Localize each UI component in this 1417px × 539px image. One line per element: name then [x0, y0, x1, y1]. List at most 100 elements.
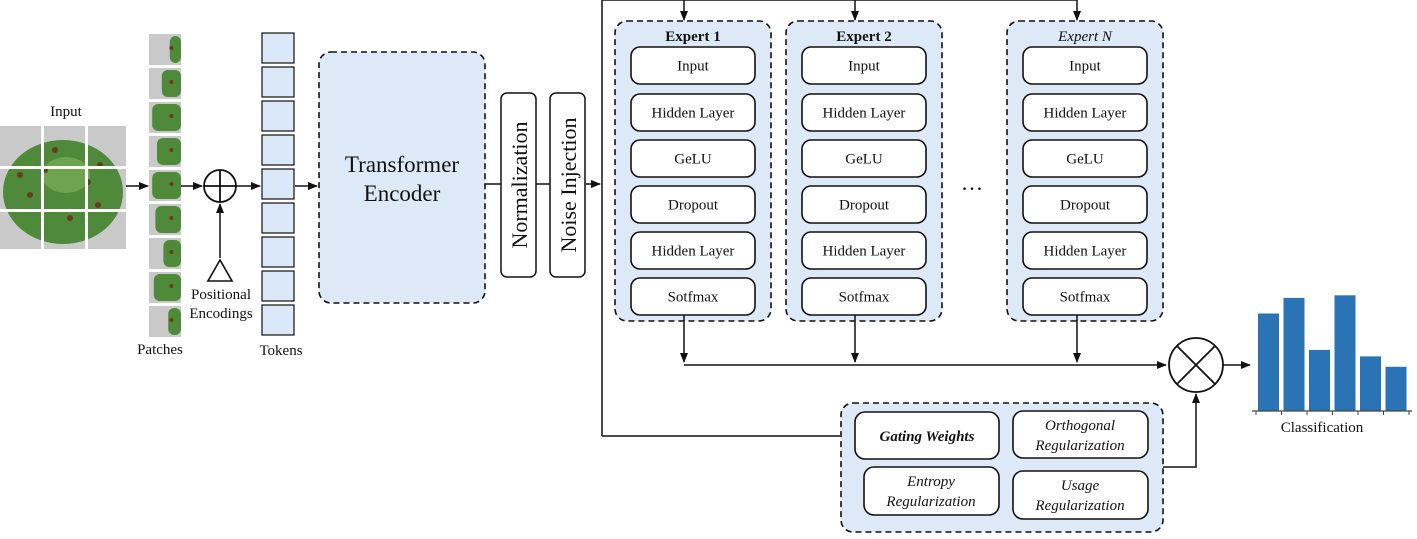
token — [261, 304, 295, 336]
expert-layer-label: Sotfmax — [839, 290, 890, 306]
expert-layer-box — [1022, 277, 1148, 316]
patch — [149, 272, 181, 303]
expert-layer-box — [1022, 46, 1148, 85]
expert-layer-label: GeLU — [845, 152, 883, 168]
classification-bar — [1385, 366, 1407, 411]
patches-label: Patches — [137, 342, 183, 358]
expert-layer-label: Hidden Layer — [823, 244, 906, 260]
noise-injection-box — [549, 92, 586, 278]
expert-layer-box — [1022, 139, 1148, 178]
token — [261, 236, 295, 268]
expert-layer-box — [630, 93, 756, 132]
orthogonal-label-line2: Regularization — [1034, 438, 1124, 454]
expert-layer-label: Input — [677, 59, 709, 75]
entropy-label-line2: Regularization — [885, 494, 975, 510]
classification-bar — [1283, 297, 1305, 411]
expert-title: Expert N — [1057, 29, 1113, 45]
multiply-operator-icon — [1168, 337, 1224, 393]
expert-layer-box — [801, 277, 927, 316]
gating-weights-box — [854, 411, 1000, 460]
classification-bar — [1334, 295, 1356, 411]
expert-layer-box — [630, 139, 756, 178]
expert-layer-label: Hidden Layer — [823, 106, 906, 122]
classification-bar — [1309, 349, 1330, 411]
expert-layer-label: Hidden Layer — [1044, 106, 1127, 122]
noise-injection-label: Noise Injection — [556, 117, 581, 252]
input-image — [0, 126, 126, 249]
expert-layer-label: Dropout — [839, 198, 890, 214]
expert-layer-label: Hidden Layer — [652, 244, 735, 260]
token — [261, 66, 295, 98]
expert-layer-label: GeLU — [674, 152, 712, 168]
patch — [149, 170, 181, 201]
expert-layer-label: Input — [848, 59, 880, 75]
expert-layer-label: Hidden Layer — [652, 106, 735, 122]
input-label: Input — [50, 104, 82, 120]
patch — [149, 306, 181, 337]
patch — [149, 238, 181, 269]
patch — [149, 68, 181, 99]
token — [261, 134, 295, 166]
expert-layer-box — [1022, 185, 1148, 224]
expert-layer-box — [630, 185, 756, 224]
usage-regularization-box — [1012, 470, 1149, 520]
entropy-label-line1: Entropy — [906, 474, 955, 490]
classification-label: Classification — [1281, 420, 1364, 436]
normalization-box — [500, 92, 537, 278]
expert-layer-label: Sotfmax — [1060, 290, 1111, 306]
transformer-encoder-box — [318, 51, 486, 304]
classification-bar — [1258, 313, 1279, 411]
gating-weights-label: Gating Weights — [880, 429, 975, 445]
encoder-label-line2: Encoder — [364, 181, 441, 206]
expert-layer-box — [801, 46, 927, 85]
normalization-label: Normalization — [507, 121, 532, 248]
patches-column — [149, 34, 181, 337]
expert-layer-box — [630, 277, 756, 316]
expert-layer-label: Dropout — [668, 198, 719, 214]
patch — [149, 34, 181, 65]
expert-layer-label: Sotfmax — [668, 290, 719, 306]
usage-label-line1: Usage — [1061, 478, 1100, 494]
usage-label-line2: Regularization — [1034, 498, 1124, 514]
token — [261, 100, 295, 132]
expert-layer-box — [801, 93, 927, 132]
expert-title: Expert 1 — [665, 29, 720, 45]
patch — [149, 136, 181, 167]
add-operator-icon — [203, 169, 237, 203]
tokens-column — [261, 32, 295, 336]
expert-layer-box — [1022, 93, 1148, 132]
expert-layer-label: Hidden Layer — [1044, 244, 1127, 260]
experts-ellipsis: … — [961, 170, 983, 195]
positional-label-line2: Encodings — [189, 306, 252, 322]
routing-bus-line — [601, 0, 1077, 436]
expert-layer-label: Dropout — [1060, 198, 1111, 214]
positional-label-line1: Positional — [191, 287, 251, 303]
token — [261, 270, 295, 302]
expert-layer-box — [801, 185, 927, 224]
token — [261, 168, 295, 200]
expert-layer-box — [801, 139, 927, 178]
token — [261, 202, 295, 234]
orthogonal-label-line1: Orthogonal — [1045, 418, 1115, 434]
classification-chart — [1252, 295, 1412, 415]
patch — [149, 102, 181, 133]
expert-layer-label: GeLU — [1066, 152, 1104, 168]
expert-layer-box — [630, 231, 756, 270]
expert-layer-box — [801, 231, 927, 270]
gating-to-multiply-line — [1163, 393, 1200, 468]
token — [261, 32, 295, 64]
expert-layer-label: Input — [1069, 59, 1101, 75]
orthogonal-regularization-box — [1012, 410, 1149, 459]
expert-layer-box — [630, 46, 756, 85]
patch — [149, 204, 181, 235]
classification-bar — [1360, 356, 1381, 411]
positional-encoding-triangle-icon — [206, 258, 234, 282]
tokens-label: Tokens — [259, 343, 302, 359]
expert-layer-box — [1022, 231, 1148, 270]
encoder-label-line1: Transformer — [345, 152, 459, 177]
